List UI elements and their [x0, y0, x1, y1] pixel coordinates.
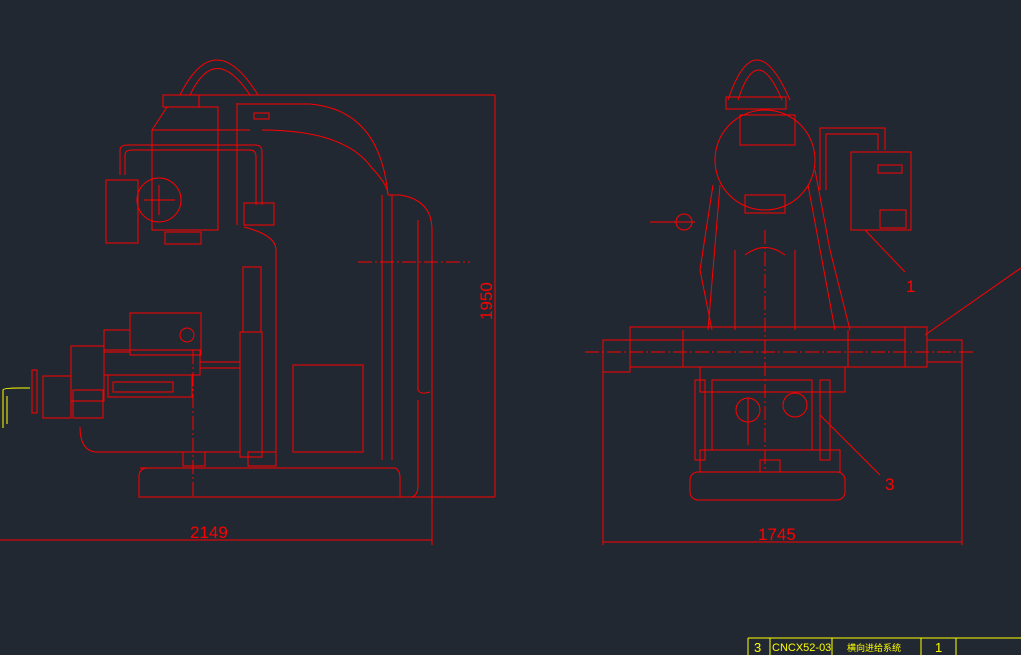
title-block-index: 3 — [754, 640, 761, 655]
side-height-dimension: 1950 — [477, 282, 496, 320]
cable-hose — [179, 59, 259, 96]
callout-1: 1 — [906, 277, 915, 296]
callout-3: 3 — [885, 475, 894, 494]
control-panel — [850, 151, 912, 231]
title-block-name: 横向进给系统 — [847, 642, 901, 653]
side-view: 2149 1950 — [0, 59, 496, 545]
motor — [105, 179, 139, 244]
front-view: 1 3 1745 — [585, 59, 1021, 545]
side-width-dimension: 2149 — [190, 523, 228, 542]
title-block-quantity: 1 — [935, 640, 942, 655]
front-width-dimension: 1745 — [758, 525, 796, 544]
worktable — [629, 326, 906, 368]
title-block-drawing-number: CNCX52-03 — [772, 642, 831, 654]
title-block: 3 CNCX52-03 横向进给系统 1 — [747, 637, 1021, 655]
